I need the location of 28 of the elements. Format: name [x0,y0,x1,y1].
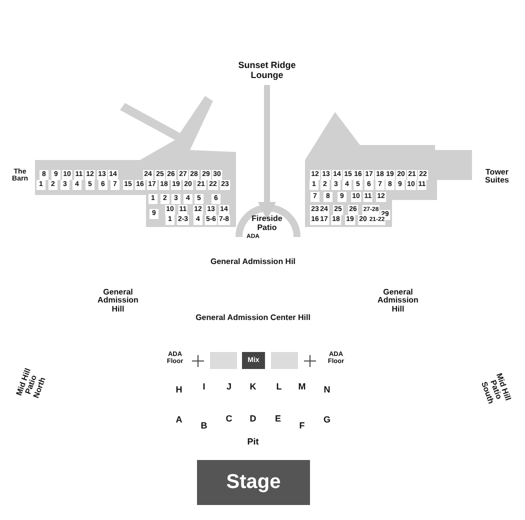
arrow [258,85,276,220]
area-label: General Admission Center Hill [196,314,310,322]
area-label: Mid Hill Patio South [478,370,513,407]
area-label: Pit [247,437,259,447]
section-letter: M [298,382,306,392]
area-label: General Admission Hil [210,258,296,266]
section-letter: N [324,385,330,395]
area-label: Sunset Ridge Lounge [232,57,302,83]
section-letter: F [299,421,305,431]
floor-section [271,352,298,369]
area-label: General Admission Hill [376,288,420,314]
stage: Stage [197,460,310,505]
section-letter: H [176,385,182,395]
section-letter: L [276,382,282,392]
section-letter: B [200,421,208,431]
floor-section [210,352,237,369]
section-letter: G [324,415,330,425]
area-label: Fireside Patio [242,213,292,233]
area-label: Mid Hill Patio North [14,366,48,402]
section-letter: J [226,382,232,392]
area-label: General Admission Hill [96,288,140,314]
section-letter: C [226,414,232,424]
section-letter: K [250,382,256,392]
section-letter: A [176,415,182,425]
area-label: Tower Suites [484,168,510,186]
section-letter: I [202,382,206,392]
section-letter: D [250,414,256,424]
section-letter: E [275,414,281,424]
